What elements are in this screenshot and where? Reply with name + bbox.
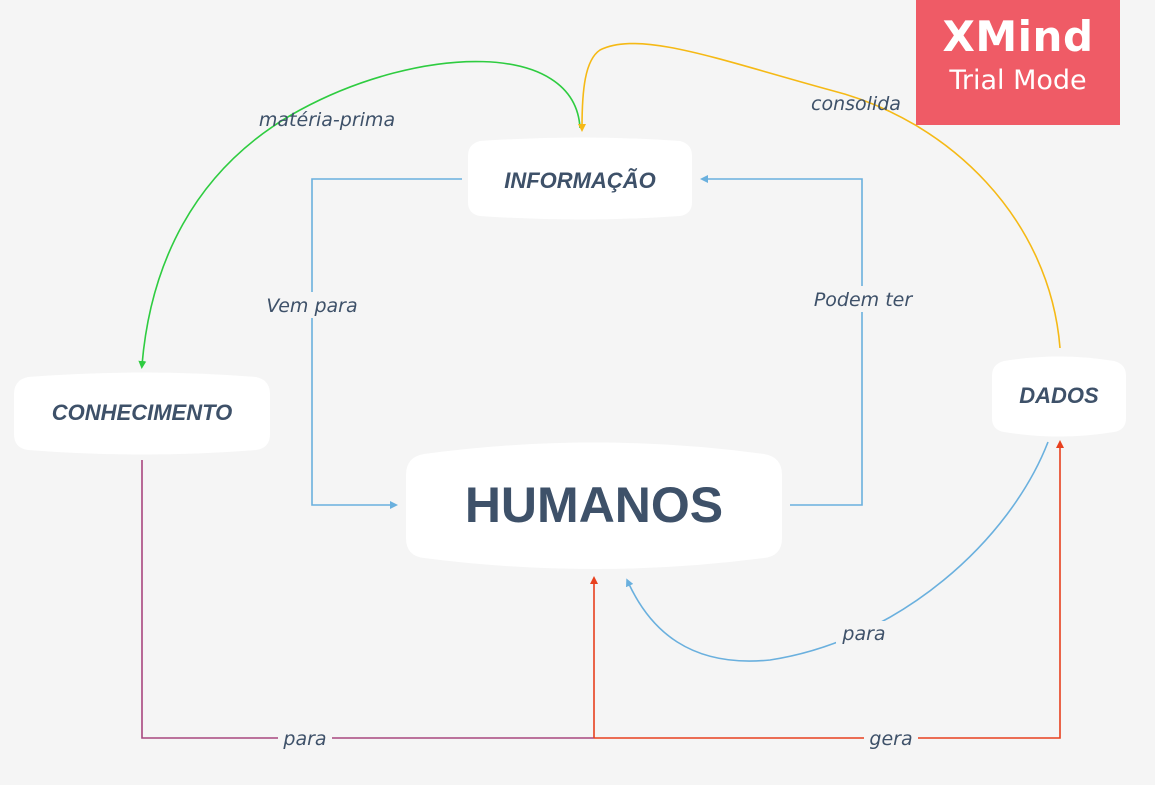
para-dados-label: para	[841, 623, 885, 645]
edge-vem-para-line	[311, 178, 462, 509]
edge-label-podem-ter: Podem ter	[806, 286, 920, 312]
podem-ter-label: Podem ter	[814, 289, 914, 311]
para-conhecimento-label: para	[282, 728, 326, 750]
edge-label-para-dados: para	[836, 621, 892, 645]
materia-prima-label: matéria-prima	[259, 109, 395, 131]
node-informacao[interactable]: INFORMAÇÃO	[468, 137, 692, 220]
node-informacao-label: INFORMAÇÃO	[504, 168, 656, 193]
edge-para-conhecimento-line	[141, 460, 594, 739]
edge-label-para-conhecimento: para	[278, 726, 332, 750]
node-conhecimento[interactable]: CONHECIMENTO	[14, 372, 270, 455]
edge-label-consolida: consolida	[811, 93, 901, 115]
edge-gera-line	[594, 440, 1064, 739]
edge-podem-ter-line	[700, 175, 863, 506]
edge-materia-prima-line	[138, 60, 581, 369]
edge-label-vem-para: Vem para	[262, 292, 366, 318]
node-dados-label: DADOS	[1019, 383, 1099, 408]
edge-label-materia-prima: matéria-prima	[259, 109, 395, 131]
node-conhecimento-label: CONHECIMENTO	[52, 400, 233, 425]
xmind-trial-watermark: XMind Trial Mode	[916, 0, 1120, 125]
consolida-label: consolida	[811, 93, 901, 115]
watermark-subtitle: Trial Mode	[949, 65, 1087, 96]
edge-para-dados-line	[626, 441, 1049, 662]
edge-consolida-line	[578, 42, 1061, 349]
edge-label-gera: gera	[864, 726, 918, 750]
watermark-title: XMind	[942, 12, 1094, 61]
node-humanos-label: HUMANOS	[465, 477, 723, 533]
node-humanos[interactable]: HUMANOS	[406, 442, 782, 570]
node-dados[interactable]: DADOS	[992, 356, 1126, 437]
gera-label: gera	[869, 728, 912, 750]
vem-para-label: Vem para	[266, 295, 357, 317]
